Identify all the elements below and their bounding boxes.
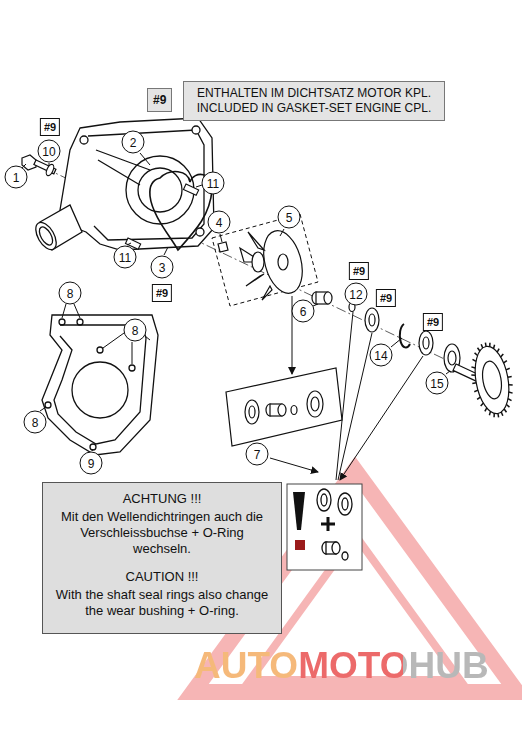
gear-tooth: [497, 349, 499, 353]
callout-number: 3: [151, 256, 174, 279]
node-text: #9: [153, 93, 166, 107]
cover-gasket: [42, 315, 158, 455]
node-text: 5: [286, 210, 293, 224]
gear-tooth: [474, 390, 478, 392]
gear-tooth: [477, 397, 480, 399]
node-text: #9: [427, 316, 439, 328]
kit-tag: #9: [376, 289, 396, 307]
callout-number: 11: [114, 246, 137, 269]
node-text: #9: [353, 265, 365, 277]
callout-number: 12: [345, 283, 368, 306]
gear-tooth: [506, 368, 510, 370]
seal-parts: [312, 292, 514, 416]
gear-tooth: [509, 384, 513, 386]
gear-tooth: [471, 367, 475, 368]
node-text: #9: [44, 121, 56, 133]
node-text: 10: [42, 144, 55, 158]
watermark: AUTOMOTOHUB: [194, 645, 489, 687]
gear-tooth: [494, 345, 495, 349]
gear-tooth: [481, 403, 484, 406]
pump-housing: [32, 118, 214, 253]
callout-number: 1: [5, 166, 28, 189]
kit-tag: #9: [423, 313, 443, 331]
callout-number: 14: [370, 344, 393, 367]
gear-tooth: [471, 374, 475, 376]
node-text: 9: [88, 456, 95, 470]
caution-heading: ACHTUNG !!!: [53, 491, 271, 507]
callout-number: 8: [59, 282, 82, 305]
gear-tooth: [493, 413, 495, 417]
caution-box: ACHTUNG !!! Mit den Wellendichtringen auc…: [42, 482, 282, 634]
node-text: 1: [13, 170, 20, 184]
node-text: #9: [380, 292, 392, 304]
callout-number: 11: [202, 172, 225, 195]
gear-tooth: [508, 376, 512, 378]
kit-tag: #9: [152, 284, 172, 302]
gear-tooth: [485, 343, 487, 347]
node-text: 8: [32, 415, 39, 429]
callout-number: 4: [208, 211, 231, 234]
gear-tooth: [475, 353, 478, 356]
node-text: 4: [216, 215, 223, 229]
gear-tooth: [504, 409, 506, 412]
gear-tooth: [506, 404, 509, 407]
seal-kit-inset: [226, 368, 342, 446]
node-text: 8: [67, 286, 74, 300]
callout-number: 9: [80, 452, 103, 475]
callout-number: 7: [246, 443, 269, 466]
callout-number: 10: [38, 140, 61, 163]
gear-tooth: [504, 361, 507, 363]
node-text: 12: [349, 287, 362, 301]
callout-number: 5: [278, 206, 301, 229]
kit-tag: #9: [40, 118, 60, 136]
gear-tooth: [478, 348, 480, 351]
callout-number: 8: [24, 411, 47, 434]
gear-teeth: [471, 343, 512, 418]
callout-number: 2: [122, 131, 145, 154]
callout-number: 15: [426, 372, 449, 395]
node-text: 6: [300, 304, 307, 318]
callout-number: 6: [292, 300, 315, 323]
gear-tooth: [485, 408, 487, 412]
caution-body: With the shaft seal rings also change th…: [53, 587, 271, 619]
callout-number: 8: [124, 319, 147, 342]
impeller: [218, 226, 309, 300]
leader-lines: [22, 153, 450, 480]
gear-tooth: [501, 412, 503, 416]
gear-tooth: [481, 344, 483, 348]
node-text: 7: [254, 447, 261, 461]
gear-tooth: [489, 411, 490, 415]
warning-icon: [287, 484, 362, 570]
gear-tooth: [497, 413, 499, 417]
node-text: 11: [119, 250, 131, 264]
caution-heading: CAUTION !!!: [53, 569, 271, 585]
gear-tooth: [472, 382, 476, 384]
gear-tooth: [509, 392, 513, 393]
node-text: 3: [159, 260, 166, 274]
gear-tooth: [472, 359, 476, 361]
gear-tooth: [508, 399, 512, 401]
node-text: 14: [374, 348, 387, 362]
gear-tooth: [489, 343, 491, 347]
node-text: 11: [207, 176, 219, 190]
node-text: 8: [132, 323, 139, 337]
note-tag: #9: [147, 88, 172, 112]
gear-tooth: [501, 354, 504, 357]
node-text: #9: [156, 287, 168, 299]
note-box: ENTHALTEN IM DICHTSATZ MOTOR KPL. INCLUD…: [183, 81, 445, 121]
kit-tag: #9: [349, 262, 369, 280]
node-text: 15: [430, 376, 443, 390]
node-text: 2: [130, 135, 137, 149]
node-text: ENTHALTEN IM DICHTSATZ MOTOR KPL. INCLUD…: [192, 86, 436, 116]
caution-body: Mit den Wellendichtringen auch die Versc…: [53, 509, 271, 557]
